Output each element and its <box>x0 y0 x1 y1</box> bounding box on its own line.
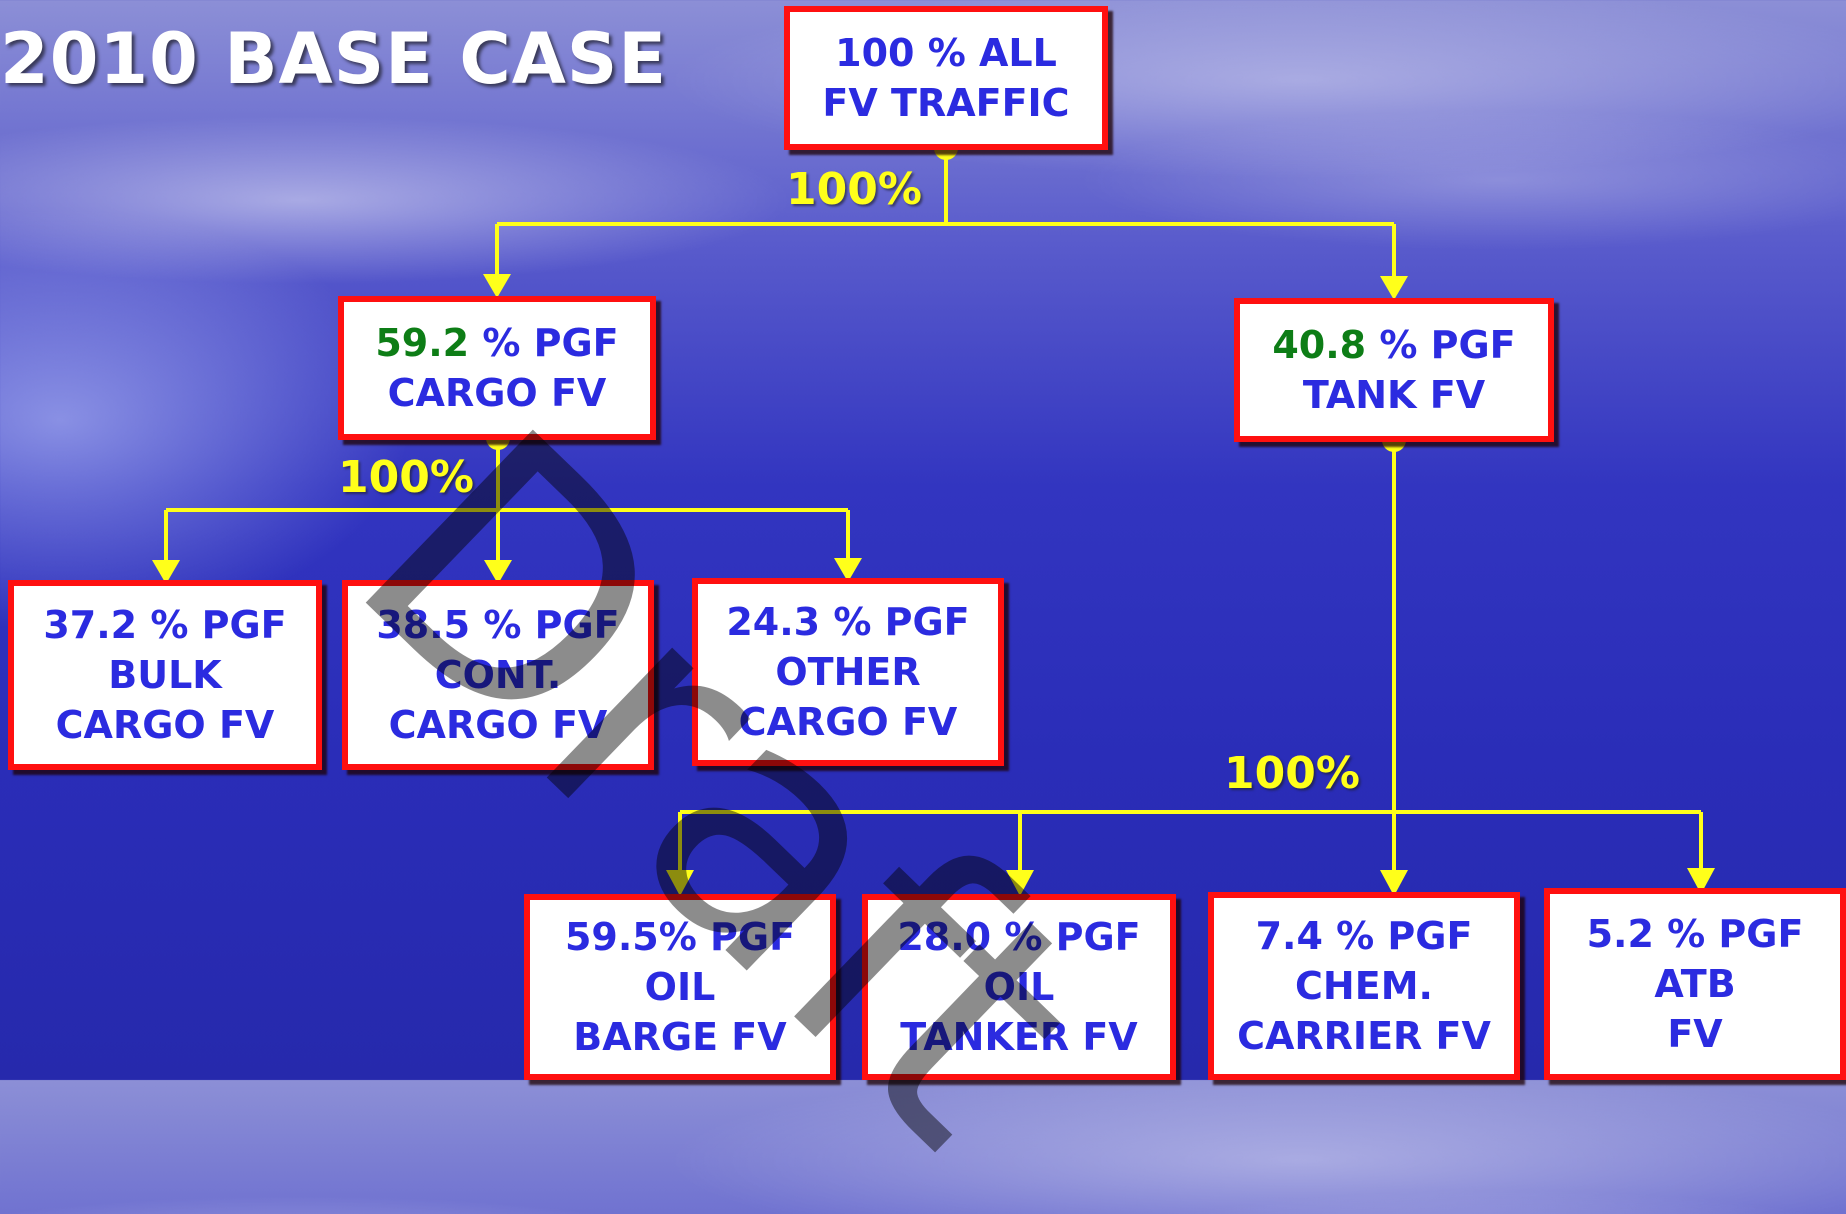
node-line: CARRIER FV <box>1237 1014 1491 1058</box>
node-line: TANKER FV <box>900 1015 1138 1059</box>
node-line: 37.2 % PGF <box>43 603 287 647</box>
node-oil-barge-fv: 59.5% PGF OIL BARGE FV <box>524 894 836 1080</box>
node-line: CARGO FV <box>388 703 608 747</box>
node-line: 40.8 % PGF <box>1272 320 1515 370</box>
share-value: 40.8 <box>1272 323 1367 367</box>
share-value: 59.2 <box>375 321 470 365</box>
node-line: 24.3 % PGF <box>726 600 970 644</box>
node-cargo-fv: 59.2 % PGF CARGO FV <box>338 296 656 440</box>
share-unit: % PGF <box>469 321 619 365</box>
share-unit: % PGF <box>1366 323 1516 367</box>
root-branch-percent: 100% <box>786 164 922 215</box>
node-line: BULK <box>108 653 222 697</box>
node-line: FV <box>1667 1012 1723 1056</box>
node-line: CARGO FV <box>55 703 275 747</box>
node-line: CONT. <box>434 653 562 697</box>
node-line: 59.5% PGF <box>564 915 796 959</box>
node-line: BARGE FV <box>573 1015 787 1059</box>
node-atb-fv: 5.2 % PGF ATB FV <box>1544 888 1846 1080</box>
node-line: 7.4 % PGF <box>1255 914 1473 958</box>
node-line: 59.2 % PGF <box>375 318 618 368</box>
node-line: OIL <box>983 965 1055 1009</box>
node-line: 38.5 % PGF <box>376 603 620 647</box>
node-line: CARGO FV <box>738 700 958 744</box>
node-oil-tanker-fv: 28.0 % PGF OIL TANKER FV <box>862 894 1176 1080</box>
cargo-branch-percent: 100% <box>338 452 474 503</box>
node-line: CARGO FV <box>387 371 607 415</box>
node-tank-fv: 40.8 % PGF TANK FV <box>1234 298 1554 442</box>
node-line: FV TRAFFIC <box>822 81 1070 125</box>
page-title: 2010 BASE CASE <box>0 18 668 100</box>
node-line: CHEM. <box>1295 964 1433 1008</box>
node-line: 28.0 % PGF <box>897 915 1141 959</box>
tank-branch-percent: 100% <box>1224 748 1360 799</box>
node-line: 100 % ALL <box>835 31 1057 75</box>
node-other-cargo-fv: 24.3 % PGF OTHER CARGO FV <box>692 578 1004 766</box>
node-cont-cargo-fv: 38.5 % PGF CONT. CARGO FV <box>342 580 654 770</box>
node-line: OTHER <box>775 650 921 694</box>
node-line: ATB <box>1654 962 1736 1006</box>
node-line: OIL <box>644 965 716 1009</box>
node-line: TANK FV <box>1302 373 1486 417</box>
node-line: 5.2 % PGF <box>1586 912 1804 956</box>
node-all-fv-traffic: 100 % ALL FV TRAFFIC <box>784 6 1108 150</box>
node-bulk-cargo-fv: 37.2 % PGF BULK CARGO FV <box>8 580 322 770</box>
connector-lines <box>152 136 1715 896</box>
node-chem-carrier-fv: 7.4 % PGF CHEM. CARRIER FV <box>1208 892 1520 1080</box>
